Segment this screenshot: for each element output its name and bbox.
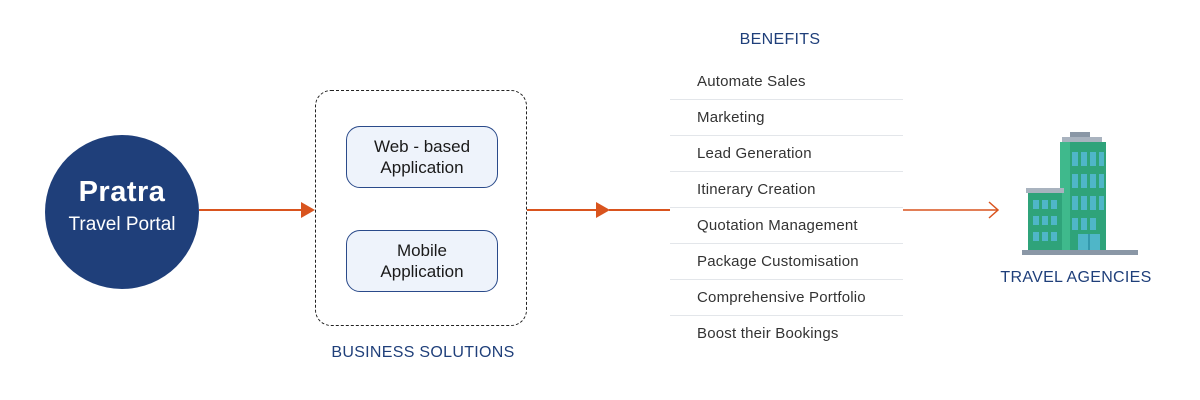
benefit-item: Boost their Bookings [697, 325, 839, 342]
benefit-item: Comprehensive Portfolio [670, 280, 903, 316]
benefit-item: Marketing [670, 100, 903, 136]
portal-label: Travel Portal [68, 214, 176, 235]
benefit-item: Itinerary Creation [670, 172, 903, 208]
travel-portal-node [45, 135, 199, 289]
benefit-item: Lead Generation [670, 136, 903, 172]
benefit-item: Package Customisation [670, 244, 903, 280]
arrowhead-icon [301, 202, 315, 218]
connector-line [199, 209, 302, 211]
connector-line [609, 209, 670, 211]
web-app-pill: Web - based Application [346, 126, 498, 188]
business-solutions-box [315, 90, 527, 326]
business-solutions-caption: BUSINESS SOLUTIONS [331, 344, 515, 361]
benefit-item: Quotation Management [670, 208, 903, 244]
brand-logo: Pratra [78, 176, 166, 208]
benefit-item: Automate Sales [670, 64, 903, 100]
connector-line [527, 209, 597, 211]
travel-agencies-caption: TRAVEL AGENCIES [1000, 269, 1152, 286]
arrowhead-icon [596, 202, 610, 218]
mobile-app-pill: Mobile Application [346, 230, 498, 292]
building-icon [1022, 132, 1138, 255]
connector-arrow [903, 201, 1000, 219]
benefits-list: Automate Sales Marketing Lead Generation… [670, 64, 903, 352]
benefits-title: BENEFITS [739, 31, 821, 48]
